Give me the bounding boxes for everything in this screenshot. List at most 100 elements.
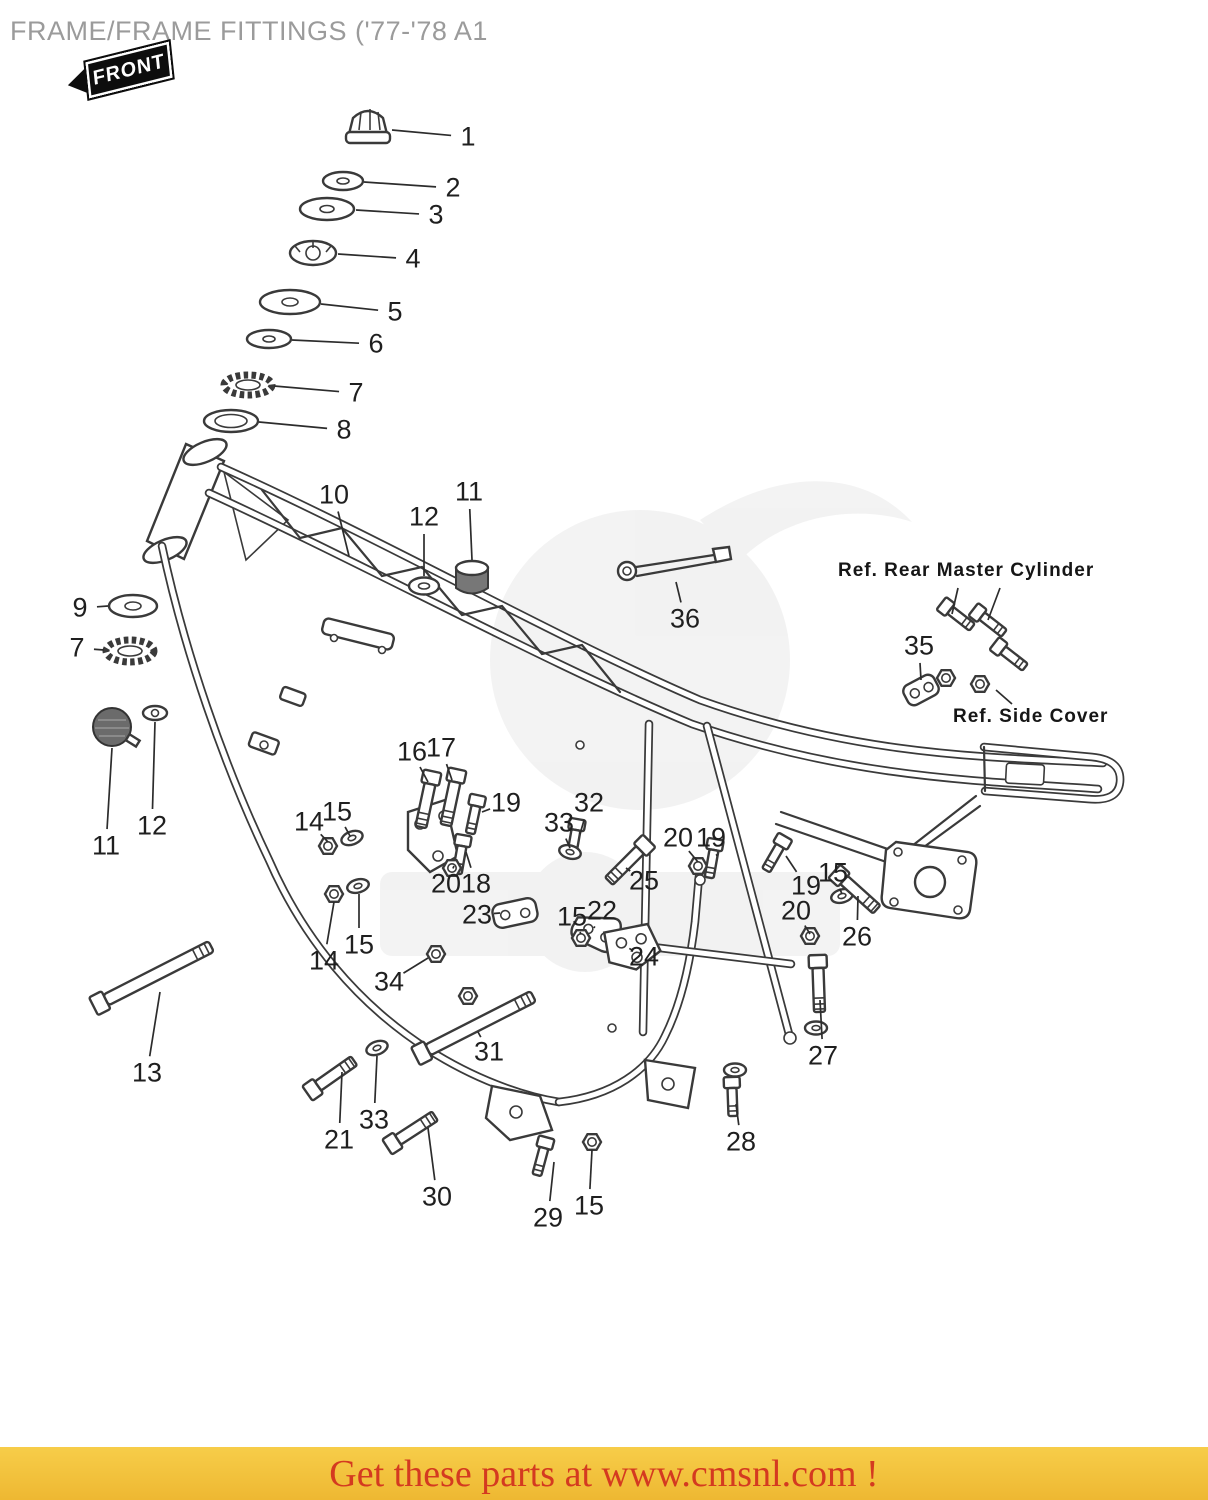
callout-leader-line	[688, 850, 699, 863]
callout-label-26: 26	[841, 921, 873, 952]
callout-label-33: 33	[543, 807, 575, 838]
callout-label-31: 31	[473, 1036, 505, 1067]
callout-leader-line	[481, 808, 491, 813]
callout-leader-line	[579, 931, 582, 935]
callout-leader-line	[373, 1055, 378, 1104]
callout-leader-line	[320, 303, 379, 312]
callout-leader-line	[579, 819, 586, 835]
callout-leader-line	[344, 826, 351, 837]
part-bolt-cap-1	[344, 109, 392, 145]
plate-24	[602, 922, 662, 971]
callout-label-11: 11	[91, 830, 121, 861]
callout-leader-line	[445, 763, 453, 781]
callout-leader-line	[273, 385, 340, 393]
part-bearing-7-lower	[102, 636, 158, 666]
callout-leader-line	[565, 838, 571, 849]
reference-label: Ref. Side Cover	[953, 706, 1109, 727]
callout-label-10: 10	[318, 479, 350, 510]
callout-leader-lines	[93, 129, 922, 1202]
callout-leader-line	[856, 895, 859, 921]
callout-label-15: 15	[343, 929, 375, 960]
callout-label-9: 9	[72, 592, 88, 623]
callout-label-8: 8	[336, 414, 352, 445]
callout-label-14: 14	[308, 945, 340, 976]
callout-label-33: 33	[358, 1104, 390, 1135]
part-washer-9	[107, 593, 159, 619]
callout-label-2: 2	[445, 172, 461, 203]
part-bracket-35	[902, 673, 940, 707]
callout-leader-line	[548, 1161, 555, 1202]
callout-leader-line	[804, 925, 811, 935]
callout-label-23: 23	[461, 899, 493, 930]
callout-label-19: 19	[790, 870, 822, 901]
callout-leader-line	[785, 855, 798, 873]
reference-label: Ref. Rear Master Cylinder	[838, 560, 1095, 581]
callout-label-20: 20	[430, 868, 462, 899]
callout-leader-line	[477, 1031, 482, 1038]
callout-label-3: 3	[428, 199, 444, 230]
callout-leader-line	[291, 339, 360, 345]
callout-label-14: 14	[293, 806, 325, 837]
part-washer-3	[298, 196, 356, 222]
callout-leader-line	[419, 766, 429, 783]
callout-label-22: 22	[586, 895, 618, 926]
callout-leader-line	[452, 865, 455, 869]
part-washer-6	[245, 328, 293, 350]
callout-leader-line	[106, 747, 113, 830]
callout-leader-line	[391, 129, 452, 137]
callout-leader-line	[326, 901, 335, 945]
callout-label-20: 20	[662, 822, 694, 853]
callout-label-15: 15	[321, 796, 353, 827]
part-washer-12-left	[141, 704, 169, 722]
callout-label-18: 18	[460, 868, 492, 899]
rear-lower-bracket	[643, 1058, 697, 1110]
callout-label-1: 1	[460, 121, 476, 152]
callout-label-20: 20	[780, 895, 812, 926]
callout-label-29: 29	[532, 1202, 564, 1233]
callout-label-35: 35	[903, 630, 935, 661]
callout-leader-line	[589, 1149, 593, 1190]
callout-leader-line	[819, 999, 823, 1040]
part-reflector-11	[92, 707, 142, 749]
callout-leader-line	[625, 867, 631, 872]
callout-leader-line	[363, 181, 437, 188]
callout-label-24: 24	[628, 941, 660, 972]
seat-bracket	[320, 617, 396, 651]
loose-parts	[87, 545, 1032, 1179]
part-race-8	[202, 408, 260, 434]
reference-leader-line	[951, 587, 959, 615]
callout-leader-line	[468, 508, 473, 561]
frame-drawing	[142, 437, 1125, 1142]
callout-leader-line	[93, 648, 105, 651]
backbone-truss	[260, 488, 622, 694]
callout-leader-line	[96, 605, 109, 608]
part-hook-36	[616, 545, 733, 582]
callout-label-27: 27	[807, 1040, 839, 1071]
callout-leader-line	[403, 957, 429, 974]
callout-label-11: 11	[454, 476, 484, 507]
callout-leader-line	[148, 991, 161, 1057]
callout-label-5: 5	[387, 296, 403, 327]
callout-label-13: 13	[131, 1057, 163, 1088]
callout-label-7: 7	[69, 632, 85, 663]
callout-leader-line	[628, 947, 633, 951]
callout-label-19: 19	[695, 822, 727, 853]
callout-label-30: 30	[421, 1181, 453, 1212]
callout-leader-line	[151, 721, 156, 810]
callout-label-34: 34	[373, 966, 405, 997]
callout-leader-line	[838, 888, 843, 895]
callout-leader-line	[593, 926, 596, 929]
part-damper-11	[454, 559, 490, 595]
reference-leader-lines	[951, 587, 1013, 705]
footer-text[interactable]: Get these parts at www.cmsnl.com !	[329, 1452, 879, 1495]
callout-label-15: 15	[817, 857, 849, 888]
callout-leader-line	[258, 421, 328, 430]
callout-label-28: 28	[725, 1126, 757, 1157]
steering-stem-parts	[102, 109, 392, 666]
part-washer-5	[258, 288, 322, 316]
reference-leader-line	[987, 587, 1001, 621]
rear-mount-plate	[880, 840, 978, 920]
